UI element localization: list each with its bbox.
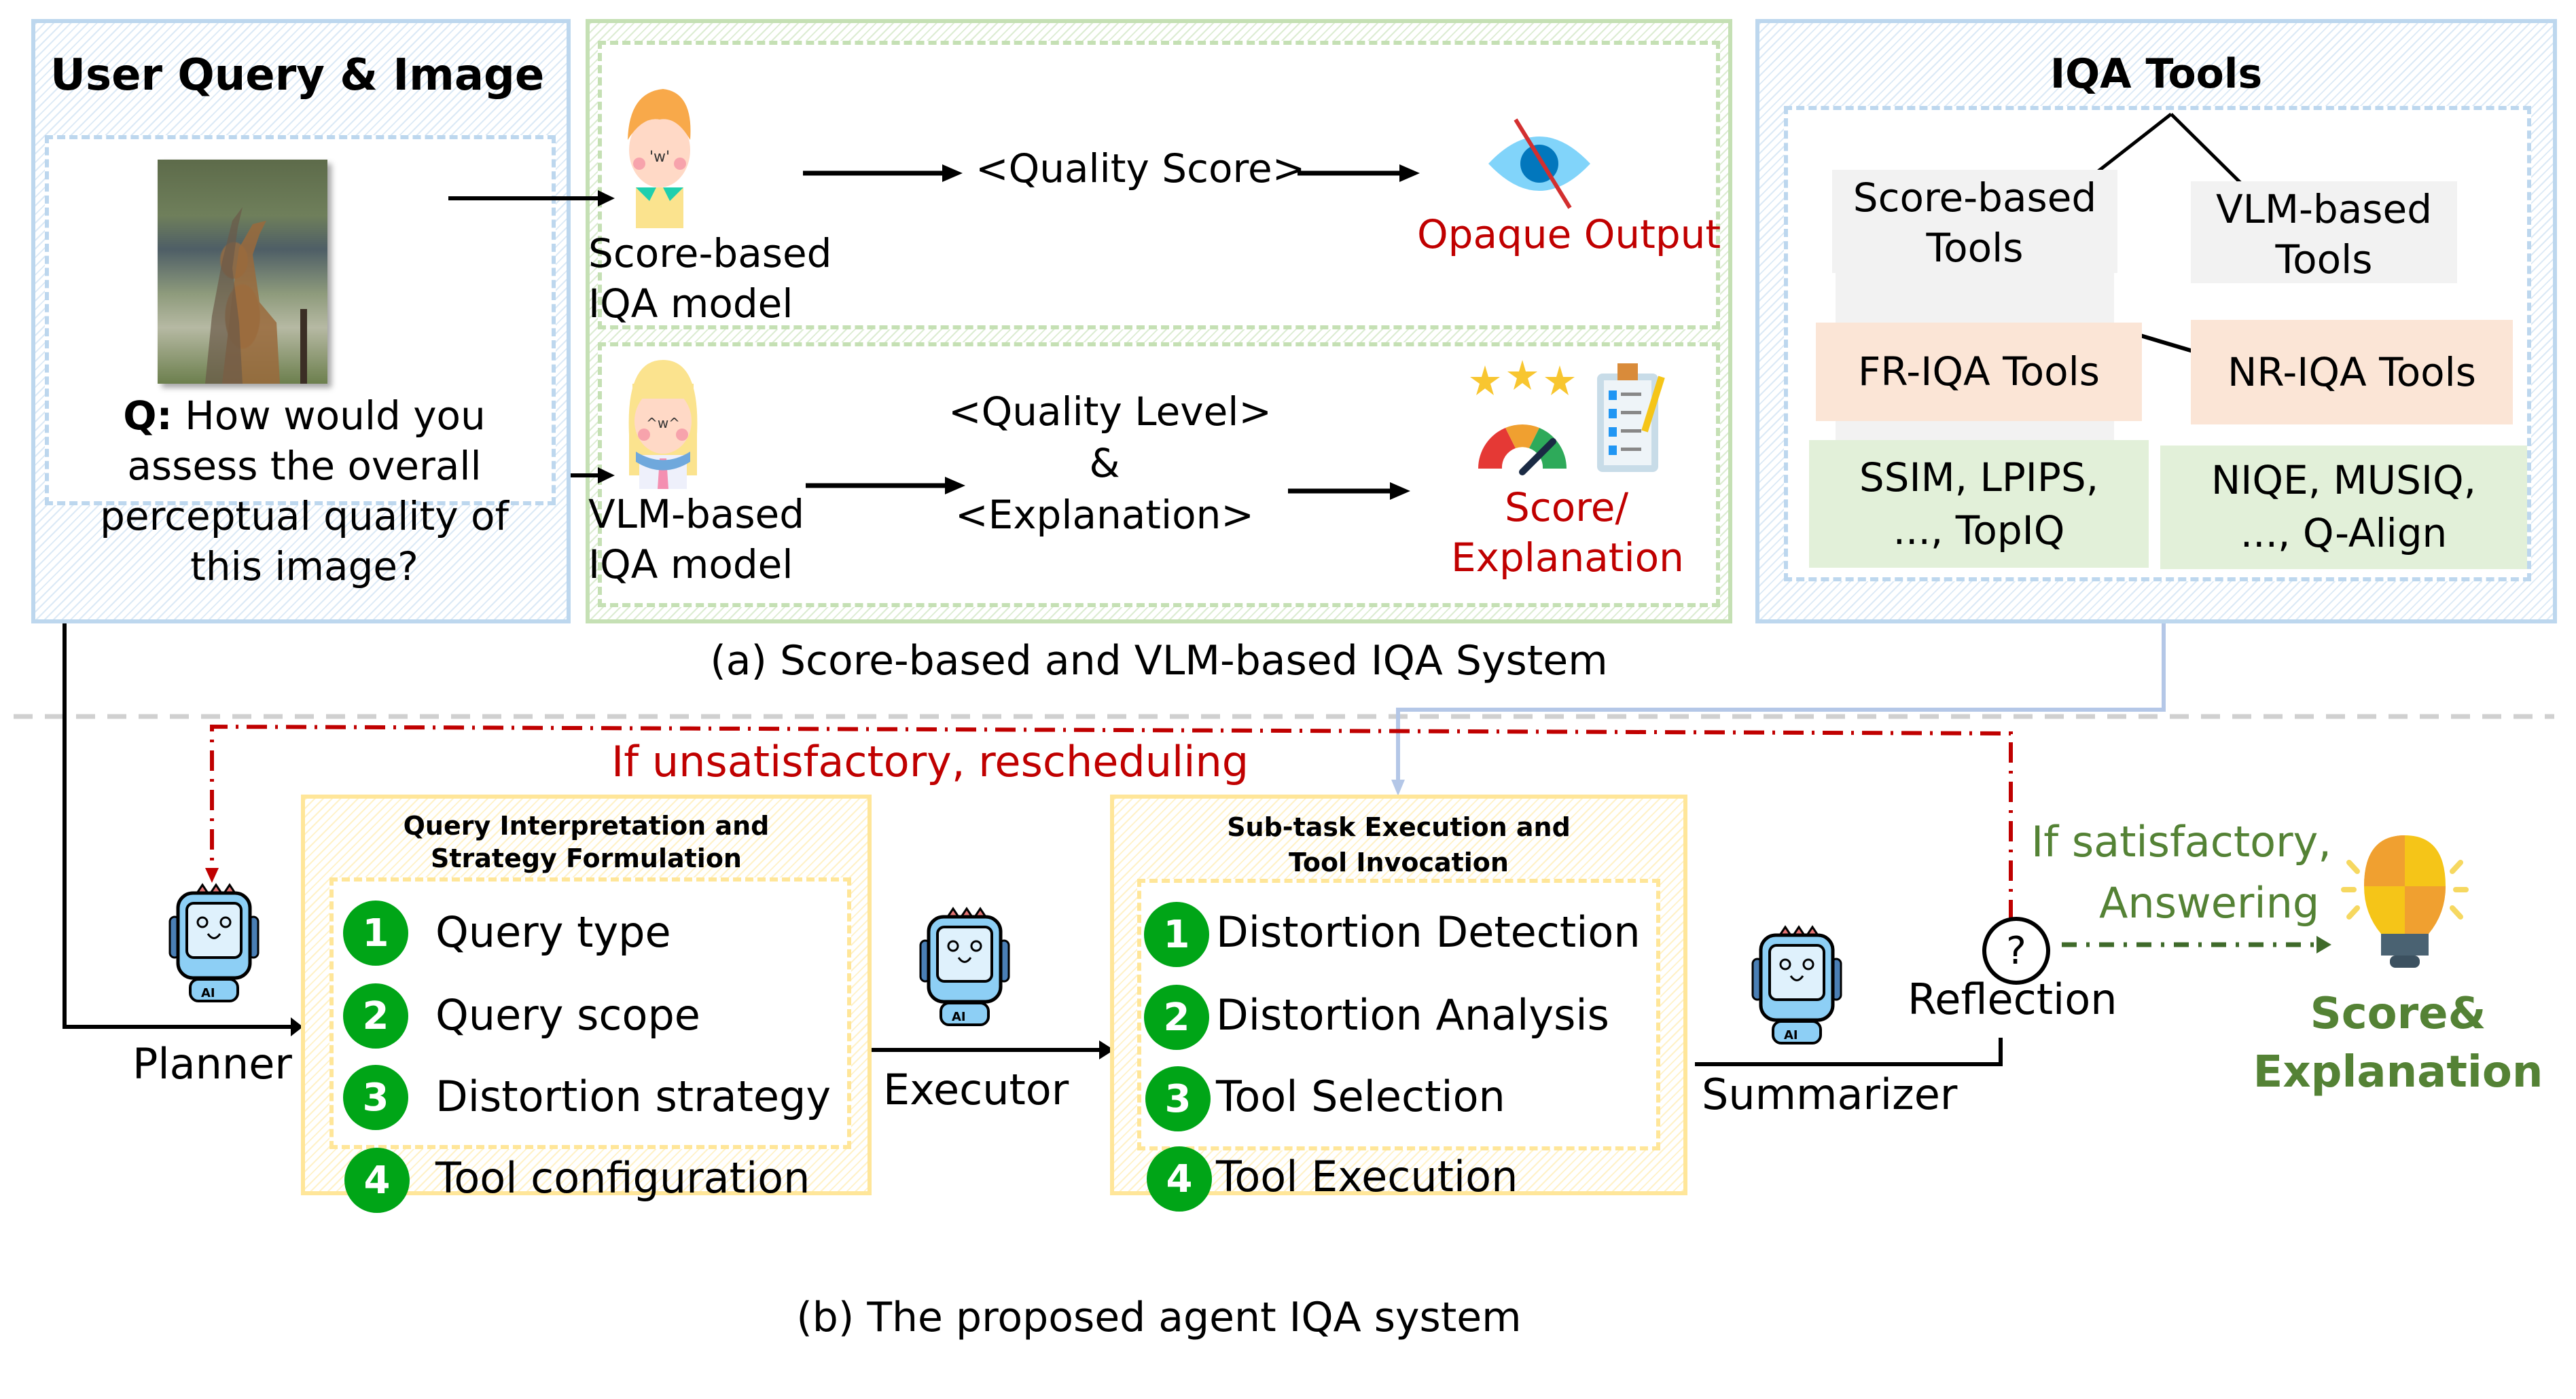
planner-steps-list: 1 Query type 2 Query scope 3 Distortion … <box>329 877 851 1213</box>
svg-text:AI: AI <box>201 986 215 1000</box>
score-model-label: Score-based IQA model <box>588 230 832 327</box>
planner-box-title: Query Interpretation and Strategy Formul… <box>403 811 770 873</box>
executor-box: Sub-task Execution and Tool Invocation 1… <box>1110 795 1687 1212</box>
quality-score-tag: <Quality Score> <box>976 145 1306 192</box>
question-text: Q: How would you assess the overall perc… <box>100 393 509 589</box>
user-query-title: User Query & Image <box>50 50 545 101</box>
executor-box-title: Sub-task Execution and Tool Invocation <box>1227 812 1571 877</box>
score-explanation-label: Score/ Explanation <box>1451 484 1684 581</box>
user-query-inner: Q: How would you assess the overall perc… <box>45 135 556 589</box>
executor-steps-list: 1 Distortion Detection 2 Distortion Anal… <box>1137 879 1660 1212</box>
vlm-based-tools-node: VLM-based Tools <box>2191 181 2457 283</box>
caption-b: (b) The proposed agent IQA system <box>796 1294 1522 1341</box>
final-output-label: Score& Explanation <box>2253 989 2543 1097</box>
input-image <box>158 160 327 384</box>
arrow-to-score-explanation <box>1288 482 1410 500</box>
executor-to-reflection-connector <box>1695 1038 2003 1066</box>
planner-box: Query Interpretation and Strategy Formul… <box>301 795 872 1213</box>
planner-step-query-scope: Query scope <box>435 990 700 1040</box>
step-badge: 3 <box>343 1065 408 1130</box>
vlm-based-row: ^w^ VLM-based IQA model <Quality Level> … <box>588 342 1720 607</box>
planner-step-query-type: Query type <box>435 907 671 957</box>
planner-label: Planner <box>132 1039 292 1089</box>
arrow-to-quality-score <box>803 164 963 182</box>
executor-step-distortion-detection: Distortion Detection <box>1216 907 1641 957</box>
score-based-row: 'w' Score-based IQA model <Quality Score… <box>588 41 1721 329</box>
hidden-eye-icon <box>1488 118 1590 209</box>
step-badge: 1 <box>343 901 408 966</box>
svg-text:AI: AI <box>952 1010 966 1024</box>
arrow-to-quality-level <box>806 477 965 494</box>
satisfied-label: If satisfactory, Answering <box>2031 817 2331 928</box>
step-badge: 3 <box>1145 1066 1211 1131</box>
executor-step-tool-selection: Tool Selection <box>1216 1072 1505 1121</box>
executor-step-tool-execution: Tool Execution <box>1216 1152 1518 1201</box>
vlm-model-label: VLM-based IQA model <box>588 491 805 587</box>
executor-label: Executor <box>883 1065 1069 1114</box>
reflection-question-node[interactable]: ? <box>1982 917 2050 985</box>
step-badge: 2 <box>343 983 408 1049</box>
lightbulb-icon <box>2341 835 2469 968</box>
fr-iqa-tools-node: FR-IQA Tools <box>1816 323 2142 421</box>
reschedule-loop-arrowhead <box>205 868 219 883</box>
svg-text:AI: AI <box>1784 1028 1798 1042</box>
tools-to-executor-arrowhead <box>1391 780 1405 796</box>
score-based-tools-node: Score-based Tools <box>1832 170 2117 273</box>
reflection-label: Reflection <box>1908 975 2117 1024</box>
fr-iqa-examples-node: SSIM, LPIPS, ..., TopIQ <box>1809 440 2149 568</box>
planner-step-distortion-strategy: Distortion strategy <box>435 1072 831 1121</box>
svg-text:'w': 'w' <box>649 149 670 166</box>
summarizer-robot-icon: AI <box>1751 925 1842 1044</box>
svg-text:^w^: ^w^ <box>646 415 680 431</box>
iqa-tools-title: IQA Tools <box>2050 50 2263 98</box>
checklist-icon <box>1597 363 1665 472</box>
reschedule-label: If unsatisfactory, rescheduling <box>611 737 1249 786</box>
iqa-models-panel: 'w' Score-based IQA model <Quality Score… <box>586 19 1732 623</box>
executor-robot-icon: AI <box>919 907 1010 1026</box>
step-badge: 4 <box>344 1148 410 1213</box>
planner-step-tool-configuration: Tool configuration <box>435 1153 810 1203</box>
step-badge: 4 <box>1147 1146 1212 1212</box>
user-query-panel: User Query & Image Q: How would you asse… <box>31 19 571 623</box>
reflection-to-answer-arrowhead <box>2316 936 2331 953</box>
nr-iqa-tools-node: NR-IQA Tools <box>2191 320 2513 424</box>
question-prefix: Q: <box>123 393 173 439</box>
opaque-output-label: Opaque Output <box>1417 211 1721 257</box>
planner-robot-icon: AI <box>168 883 260 1002</box>
summarizer-label: Summarizer <box>1702 1070 1958 1119</box>
gauge-stars-icon <box>1470 360 1575 475</box>
giraffe-icon <box>205 207 307 384</box>
nr-iqa-examples-node: NIQE, MUSIQ, ..., Q-Align <box>2160 446 2527 569</box>
step-badge: 2 <box>1144 985 1209 1050</box>
caption-a: (a) Score-based and VLM-based IQA System <box>710 637 1608 685</box>
boy-avatar-icon: 'w' <box>628 89 691 228</box>
arrow-to-opaque-output <box>1298 164 1420 182</box>
question-mark-icon: ? <box>2006 928 2026 973</box>
vlm-output-tags: <Quality Level> & <Explanation> <box>948 388 1272 538</box>
step-badge: 1 <box>1144 902 1209 967</box>
girl-avatar-icon: ^w^ <box>628 360 698 489</box>
executor-step-distortion-analysis: Distortion Analysis <box>1216 990 1609 1040</box>
